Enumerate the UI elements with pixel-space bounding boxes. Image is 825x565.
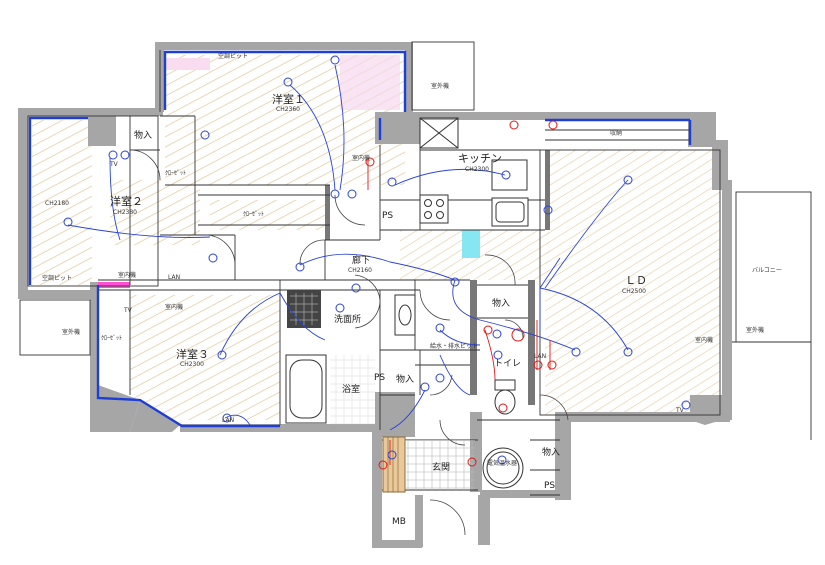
ac-pit-top: 空調ピット xyxy=(218,52,248,60)
kitchen-name: キッチン xyxy=(458,152,502,165)
balcony-name: バルコニー xyxy=(752,267,782,274)
ac-pit-left: 空調ピット xyxy=(42,274,72,282)
red-wiring xyxy=(367,160,551,465)
ps-entrance: PS xyxy=(544,481,555,491)
mb-label: MB xyxy=(392,517,406,527)
western3-ch: CH2300 xyxy=(180,361,204,368)
water-heater: 電気温水器 xyxy=(487,459,517,467)
ps-bath: PS xyxy=(374,373,385,383)
wiring xyxy=(67,64,629,431)
room-labels: 洋室１ CH2360 洋室２ CH2380 洋室３ CH2300 キッチン CH… xyxy=(45,92,782,473)
outdoor-unit-right: 室外機 xyxy=(746,326,764,334)
outlets xyxy=(63,55,691,465)
hallway-ch: CH2160 xyxy=(348,267,372,274)
magenta-strip xyxy=(90,282,130,288)
western2-name: 洋室２ xyxy=(110,194,143,208)
fixtures xyxy=(285,117,529,493)
closet-w2-horizontal: ｸﾛｰｾﾞｯﾄ xyxy=(243,211,264,218)
ps-kitchen: PS xyxy=(382,211,393,221)
indoor-unit-w2: 室内機 xyxy=(118,271,136,279)
storage-entrance: 物入 xyxy=(542,446,560,458)
hallway-name: 廊下 xyxy=(352,254,370,266)
bathroom-name: 浴室 xyxy=(342,383,360,395)
tv-w2: TV xyxy=(109,161,119,168)
floor-hatching xyxy=(32,55,720,420)
ld-ch: CH2500 xyxy=(622,288,646,295)
pink-zone-ws1 xyxy=(165,58,210,70)
blue-outlines xyxy=(28,50,692,428)
entrance-name: 玄関 xyxy=(432,461,450,473)
toilet-name: トイレ xyxy=(494,359,521,369)
storage-w2: 物入 xyxy=(134,129,152,141)
walls xyxy=(18,42,732,548)
western1-ch: CH2360 xyxy=(276,106,300,113)
outdoor-unit-left: 室外機 xyxy=(62,328,80,336)
western2-ch: CH2380 xyxy=(113,209,137,216)
counter-label: 収納 xyxy=(610,129,622,137)
pit-lower: 給水・排水ピット xyxy=(430,342,478,350)
storage-hall: 物入 xyxy=(492,297,510,309)
western3-name: 洋室３ xyxy=(176,347,209,361)
lan-w3: LAN xyxy=(222,417,234,424)
storage-bath: 物入 xyxy=(396,373,414,385)
washroom-name: 洗面所 xyxy=(334,313,361,325)
indoor-unit-w1: 室内機 xyxy=(352,154,370,162)
door-arcs xyxy=(129,149,569,536)
closet-w2-vertical: ｸﾛｰｾﾞｯﾄ xyxy=(165,170,186,177)
misc-labels: 物入 物入 物入 物入 ｸﾛｰｾﾞｯﾄ ｸﾛｰｾﾞｯﾄ ｸﾛｰｾﾞｯﾄ PS P… xyxy=(42,52,764,527)
lan-w2: LAN xyxy=(168,274,180,281)
closet-w3: ｸﾛｰｾﾞｯﾄ xyxy=(101,335,122,342)
ld-name: ＬＤ xyxy=(625,274,647,287)
indoor-unit-ld: 室内機 xyxy=(695,336,713,344)
kitchen-ch: CH2300 xyxy=(465,166,489,173)
cyan-strip xyxy=(462,230,480,258)
western1-name: 洋室１ xyxy=(272,92,305,106)
ch2180-label: CH2180 xyxy=(45,200,69,207)
pink-zone xyxy=(340,55,400,110)
tv-w3: TV xyxy=(123,307,133,314)
indoor-unit-w3: 室内機 xyxy=(165,303,183,311)
red-outlets xyxy=(365,120,558,470)
outdoor-unit-top: 室外機 xyxy=(431,82,449,90)
lan-ld: LAN xyxy=(534,353,546,360)
tv-ld: TV xyxy=(675,407,685,414)
